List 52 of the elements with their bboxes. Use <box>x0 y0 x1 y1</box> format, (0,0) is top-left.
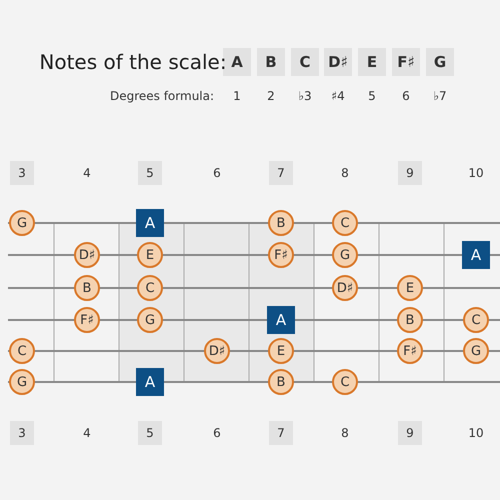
scale-note-box: C <box>291 48 319 76</box>
fret-number: 3 <box>10 161 34 185</box>
degree-label: ♭3 <box>298 89 312 103</box>
note-marker: B <box>74 275 100 301</box>
fret-number: 4 <box>82 425 92 442</box>
fret-number: 9 <box>398 421 422 445</box>
fret-number: 10 <box>467 425 485 442</box>
scale-note-box: A <box>223 48 251 76</box>
degree-label: 5 <box>368 89 376 103</box>
note-marker: D♯ <box>332 275 358 301</box>
note-marker: F♯ <box>397 338 423 364</box>
note-marker: F♯ <box>74 307 100 333</box>
row-label: Degrees formula: <box>110 89 214 103</box>
note-marker: C <box>463 307 489 333</box>
scale-note-box: D♯ <box>324 48 352 76</box>
note-marker: B <box>268 369 294 395</box>
degree-label: ♯4 <box>331 89 345 103</box>
fret-number: 10 <box>467 165 485 182</box>
note-marker: G <box>9 369 35 395</box>
degree-label: 6 <box>402 89 410 103</box>
scale-note-box: B <box>257 48 285 76</box>
root-note-marker: A <box>462 241 490 269</box>
scale-note-box: G <box>426 48 454 76</box>
fret-number: 5 <box>138 161 162 185</box>
note-marker: G <box>463 338 489 364</box>
fret-number: 3 <box>10 421 34 445</box>
note-marker: E <box>397 275 423 301</box>
fret-number: 8 <box>340 165 350 182</box>
root-note-marker: A <box>136 209 164 237</box>
root-note-marker: A <box>267 306 295 334</box>
fret-number: 4 <box>82 165 92 182</box>
degree-label: 1 <box>233 89 241 103</box>
note-marker: D♯ <box>74 242 100 268</box>
degree-label: 2 <box>267 89 275 103</box>
note-marker: C <box>332 369 358 395</box>
fret-number: 7 <box>269 161 293 185</box>
fret-number: 6 <box>212 165 222 182</box>
fret-number: 8 <box>340 425 350 442</box>
degree-label: ♭7 <box>433 89 447 103</box>
scale-note-box: E <box>358 48 386 76</box>
note-marker: C <box>332 210 358 236</box>
fret-number: 9 <box>398 161 422 185</box>
root-note-marker: A <box>136 368 164 396</box>
fret-number: 7 <box>269 421 293 445</box>
scale-note-box: F♯ <box>392 48 420 76</box>
note-marker: C <box>9 338 35 364</box>
note-marker: G <box>9 210 35 236</box>
note-marker: B <box>268 210 294 236</box>
note-marker: B <box>397 307 423 333</box>
note-marker: G <box>332 242 358 268</box>
fret-number: 5 <box>138 421 162 445</box>
fret-number: 6 <box>212 425 222 442</box>
